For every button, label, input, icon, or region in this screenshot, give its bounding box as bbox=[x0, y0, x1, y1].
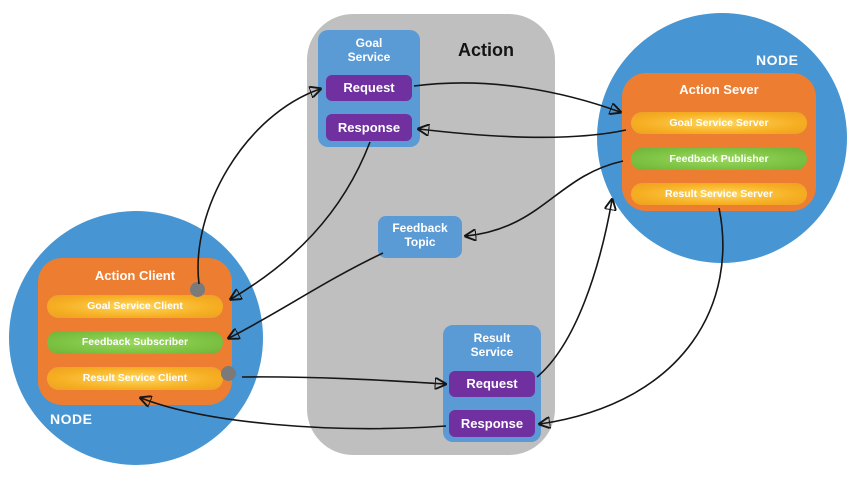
action-server-box: Action Sever Goal Service Server Feedbac… bbox=[622, 73, 816, 211]
result-service-title: Result Service bbox=[470, 331, 514, 360]
result-service-server-pill: Result Service Server bbox=[631, 183, 807, 205]
goal-service-box: Goal Service Request Response bbox=[318, 30, 420, 147]
result-client-connector-dot bbox=[221, 366, 236, 381]
goal-request-box: Request bbox=[326, 75, 412, 101]
feedback-publisher-pill: Feedback Publisher bbox=[631, 148, 807, 170]
goal-service-server-pill: Goal Service Server bbox=[631, 112, 807, 134]
result-request-box: Request bbox=[449, 371, 535, 397]
action-client-title: Action Client bbox=[94, 268, 176, 283]
goal-response-box: Response bbox=[326, 114, 412, 141]
result-response-box: Response bbox=[449, 410, 535, 437]
server-node-label: NODE bbox=[756, 52, 799, 68]
action-server-title: Action Sever bbox=[679, 82, 759, 97]
result-service-box: Result Service Request Response bbox=[443, 325, 541, 442]
goal-client-connector-dot bbox=[190, 282, 205, 297]
action-client-box: Action Client Goal Service Client Feedba… bbox=[38, 258, 232, 405]
result-service-client-pill: Result Service Client bbox=[47, 367, 223, 390]
action-panel-title: Action bbox=[458, 40, 514, 60]
goal-service-title: Goal Service bbox=[347, 36, 391, 65]
feedback-topic-box: Feedback Topic bbox=[378, 216, 462, 258]
goal-service-client-pill: Goal Service Client bbox=[47, 295, 223, 318]
feedback-subscriber-pill: Feedback Subscriber bbox=[47, 331, 223, 354]
feedback-topic-title: Feedback Topic bbox=[392, 221, 448, 250]
client-node-label: NODE bbox=[50, 411, 93, 427]
